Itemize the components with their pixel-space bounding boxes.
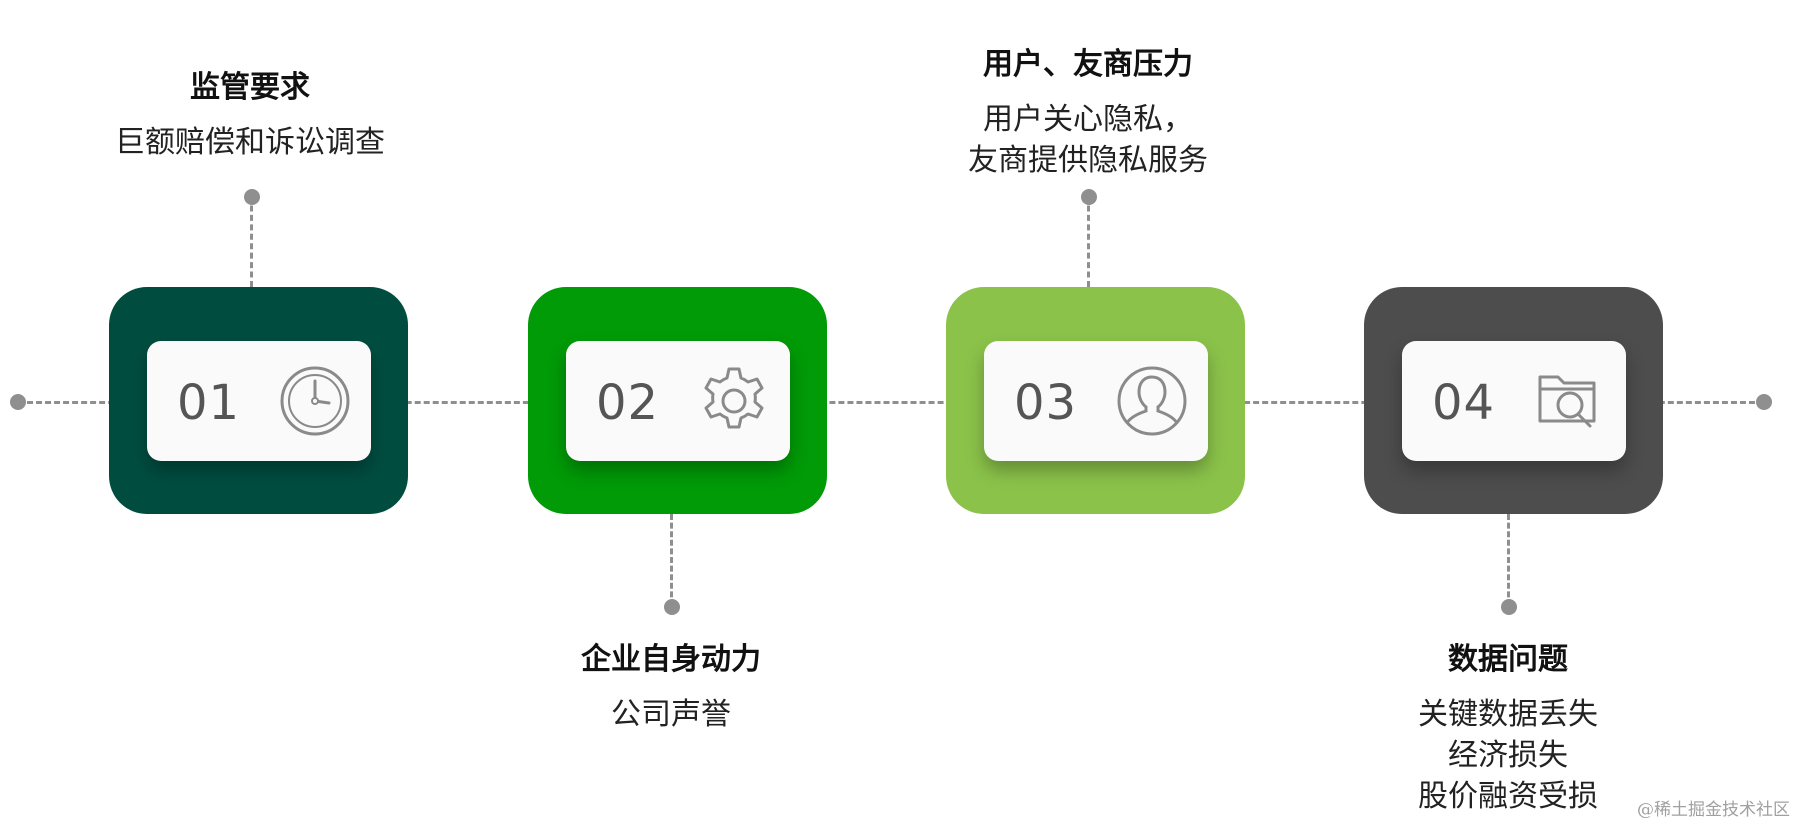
step-inner-card-2: 02: [566, 341, 790, 461]
step-card-2: 02: [528, 287, 827, 514]
connector-step-4: [1507, 514, 1510, 606]
step-inner-card-1: 01: [147, 341, 371, 461]
step-desc-3: 用户关心隐私， 友商提供隐私服务: [968, 102, 1208, 178]
step-title-2: 企业自身动力: [581, 642, 761, 677]
step-title-1: 监管要求: [190, 70, 310, 105]
step-inner-card-3: 03: [984, 341, 1208, 461]
connector-step-2: [670, 514, 673, 606]
step-card-4: 04: [1364, 287, 1663, 514]
step-label-1: 监管要求 巨额赔偿和诉讼调查: [40, 68, 460, 163]
gear-icon: [704, 367, 764, 429]
step-desc-1: 巨额赔偿和诉讼调查: [115, 125, 385, 160]
timeline-axis: [18, 401, 1764, 404]
timeline-start-dot: [10, 394, 26, 410]
connector-step-3: [1087, 196, 1090, 287]
step-desc-2: 公司声誉: [611, 697, 731, 732]
folder-search-icon: [1538, 375, 1596, 428]
step-inner-card-4: 04: [1402, 341, 1626, 461]
step-label-4: 数据问题 关键数据丢失 经济损失 股价融资受损: [1298, 640, 1718, 817]
step-card-1: 01: [109, 287, 408, 514]
connector-dot-step-3: [1081, 189, 1097, 205]
step-number-2: 02: [596, 375, 660, 431]
connector-dot-step-2: [664, 599, 680, 615]
step-number-1: 01: [177, 375, 241, 431]
connector-dot-step-1: [244, 189, 260, 205]
step-desc-4: 关键数据丢失 经济损失 股价融资受损: [1418, 697, 1598, 814]
step-label-2: 企业自身动力 公司声誉: [461, 640, 881, 735]
watermark: @稀土掘金技术社区: [1637, 800, 1790, 820]
user-icon: [1117, 366, 1187, 436]
step-title-4: 数据问题: [1448, 642, 1568, 677]
step-number-3: 03: [1014, 375, 1078, 431]
clock-icon: [280, 366, 350, 436]
step-number-4: 04: [1432, 375, 1496, 431]
connector-step-1: [250, 196, 253, 287]
step-card-3: 03: [946, 287, 1245, 514]
timeline-end-dot: [1756, 394, 1772, 410]
connector-dot-step-4: [1501, 599, 1517, 615]
step-label-3: 用户、友商压力 用户关心隐私， 友商提供隐私服务: [878, 45, 1298, 181]
step-title-3: 用户、友商压力: [983, 47, 1193, 82]
